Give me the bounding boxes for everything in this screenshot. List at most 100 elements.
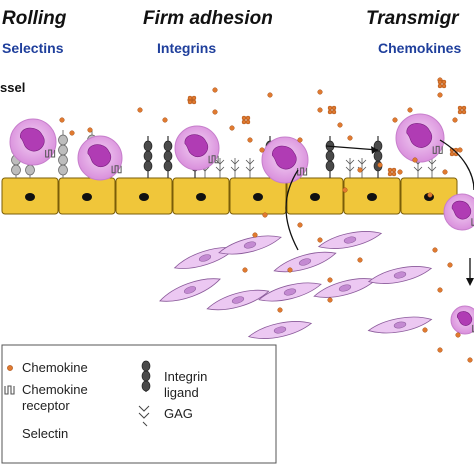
integrin-ligand-domain [143, 160, 153, 172]
endothelial-nucleus [139, 193, 149, 201]
chemokine [242, 267, 248, 273]
legend-integrin-ligand-label-2: ligand [164, 385, 199, 400]
chemokine-cluster [449, 147, 459, 157]
chemokine [457, 147, 463, 153]
tissue-cells [159, 231, 433, 339]
gag [215, 158, 225, 178]
chemokine-cluster [241, 115, 251, 125]
gag-molecules [200, 158, 437, 178]
tissue-cell-nucleus [393, 321, 407, 329]
chemokine [245, 115, 251, 121]
stage-title-transmigration: Transmigr [366, 8, 460, 29]
chemokine [342, 187, 348, 193]
chemokine [229, 125, 235, 131]
gag-branch [357, 159, 367, 165]
legend-frame [1, 344, 277, 464]
tissue-cell-nucleus [298, 258, 312, 266]
chemokine [357, 167, 363, 173]
chemokine [447, 262, 453, 268]
stage-molecule-selectins: Selectins [2, 40, 64, 56]
tissue-cell-nucleus [273, 326, 287, 334]
chemokine [252, 232, 258, 238]
chemokine [455, 332, 461, 338]
endothelial-nucleus [367, 193, 377, 201]
leukocyte [443, 193, 474, 231]
leukocyte-nucleus [87, 144, 112, 168]
tissue-cell-nucleus [393, 271, 407, 279]
tissue-cell [367, 316, 433, 334]
chemokine-cluster [437, 79, 447, 89]
chemokine [162, 117, 168, 123]
endothelial-nucleus [82, 193, 92, 201]
chemokine [457, 109, 463, 115]
chemokine [262, 212, 268, 218]
selectin-domain [58, 164, 68, 176]
migration-arrows [285, 139, 474, 286]
endothelial-nucleus [310, 193, 320, 201]
chemokine [137, 107, 143, 113]
leukocyte-nucleus [456, 311, 473, 326]
gag-branch [345, 159, 355, 165]
chemokine [437, 92, 443, 98]
chemokine [461, 105, 467, 111]
legend-integrin-ligand-icon [141, 360, 151, 392]
selectin-domain [25, 164, 35, 176]
endothelial-nucleus [253, 193, 263, 201]
chemokine [437, 347, 443, 353]
chemokine [317, 89, 323, 95]
gag-branch [230, 166, 240, 172]
stage-molecule-integrins: Integrins [157, 40, 216, 56]
gag-branch [230, 159, 240, 165]
tissue-cell-nucleus [343, 236, 357, 244]
chemokine [391, 171, 397, 177]
integrin-ligand-domain [163, 140, 173, 152]
integrin-ligand-domain [143, 150, 153, 162]
stage-molecule-chemokines: Chemokines [378, 40, 461, 56]
gag [230, 158, 240, 178]
chemokine [347, 135, 353, 141]
leukocytes [9, 113, 474, 335]
tissue-cell [218, 235, 282, 255]
legend-chemokine-label: Chemokine [22, 360, 88, 375]
chemokine [357, 257, 363, 263]
tissue-cell [313, 278, 377, 298]
gag-branch [245, 166, 255, 172]
tissue-cell [367, 266, 433, 284]
chemokine [69, 130, 75, 136]
tissue-cell [317, 231, 383, 249]
chemokine [437, 287, 443, 293]
endothelial-nucleus [25, 193, 35, 201]
tissue-cell [273, 251, 337, 273]
integrin-ligand-domain [373, 150, 383, 162]
gag-branch [427, 166, 437, 172]
chemokine [337, 122, 343, 128]
chemokine [267, 92, 273, 98]
chemokine [391, 167, 397, 173]
chemokine-receptor [472, 324, 474, 333]
chemokine [277, 307, 283, 313]
chemokine [247, 137, 253, 143]
chemokine [397, 169, 403, 175]
legend-chemokine-receptor-label-1: Chemokine [22, 382, 88, 397]
integrin-ligand-domain [163, 150, 173, 162]
chemokine [452, 117, 458, 123]
chemokine-receptor [432, 145, 443, 154]
chemokine [441, 79, 447, 85]
arrow-crawl-head [371, 146, 378, 154]
tissue-cell [258, 282, 322, 302]
chemokine [387, 167, 393, 173]
gag [345, 158, 355, 178]
chemokine [191, 95, 197, 101]
chemokine-cluster [457, 105, 467, 115]
gag-branch [215, 166, 225, 172]
tissue-cell [159, 278, 221, 302]
chemokine [441, 83, 447, 89]
leukocyte-nucleus [184, 134, 209, 158]
tissue-cell-nucleus [184, 286, 196, 294]
chemokine [461, 109, 467, 115]
legend-gag-label: GAG [164, 406, 193, 421]
integrin-ligand-domain [373, 140, 383, 152]
integrin-ligand-domain [143, 140, 153, 152]
chemokine [432, 247, 438, 253]
